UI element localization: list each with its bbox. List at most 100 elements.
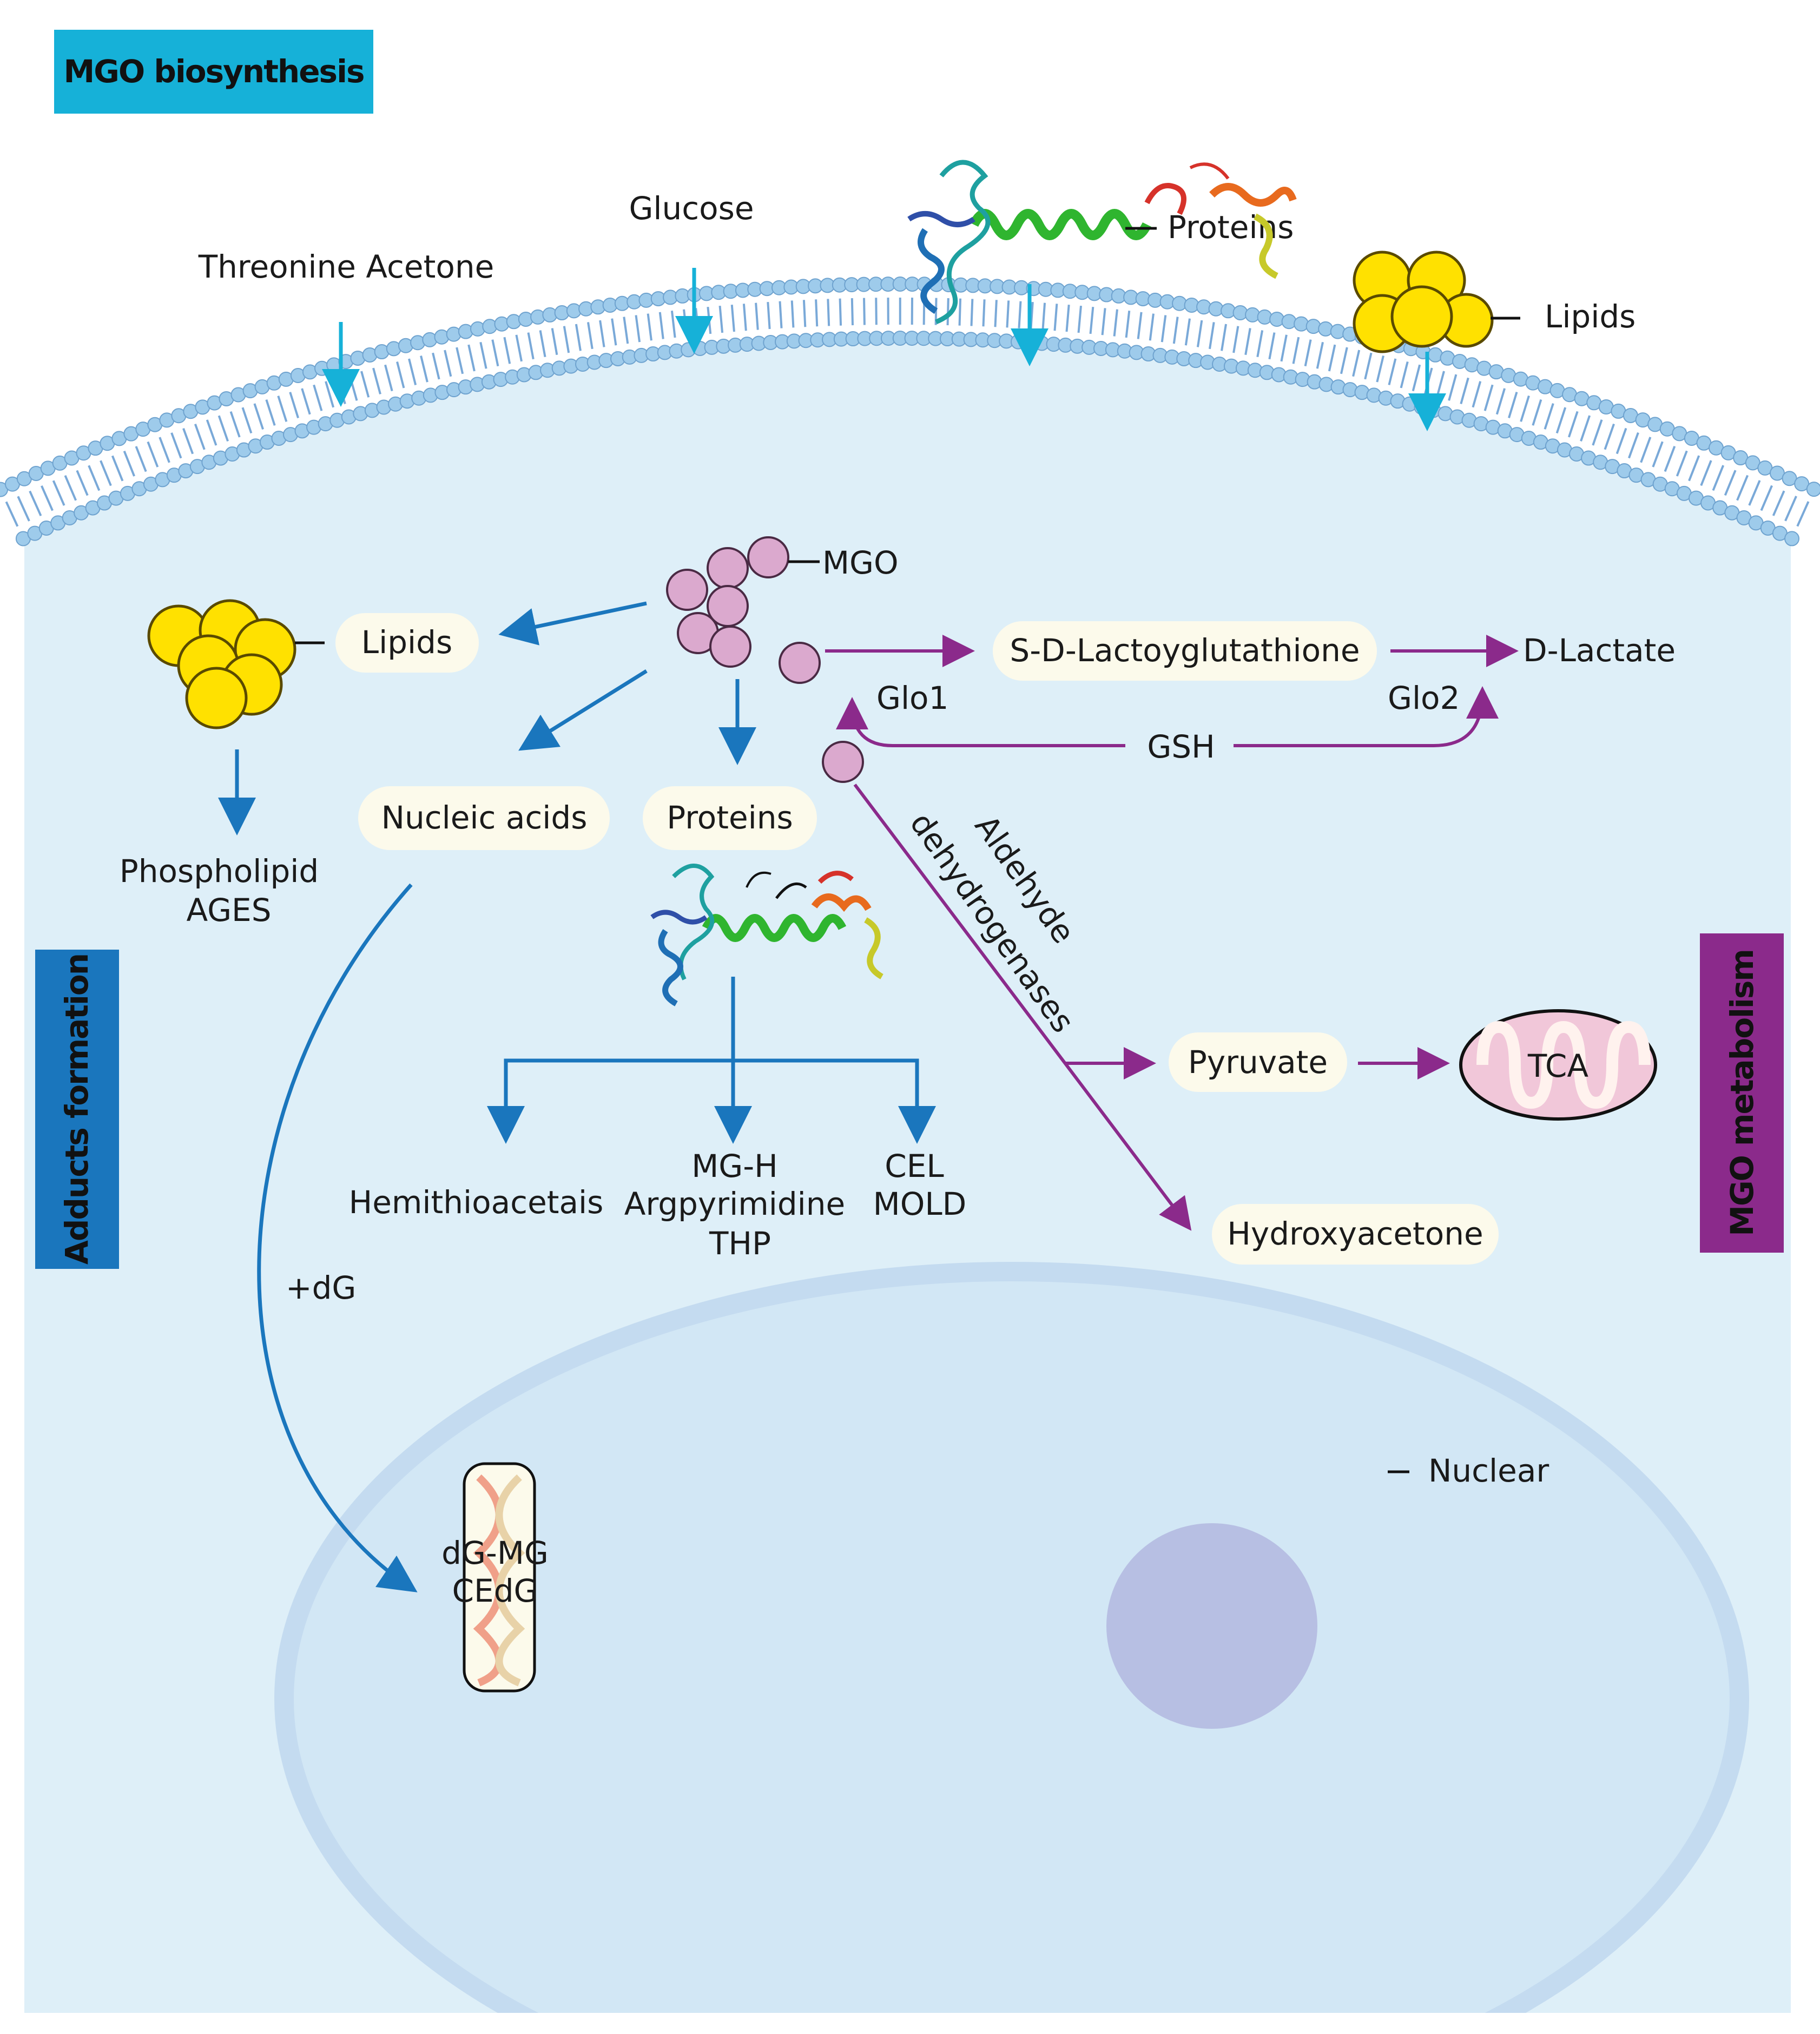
membrane-lipid-tail [373, 368, 380, 394]
membrane-lipid-tail [1677, 451, 1687, 476]
membrane-lipid-tail [684, 310, 687, 337]
membrane-lipid-tail [828, 299, 829, 326]
membrane-lipid-tail [89, 465, 99, 490]
adducts-tag: Adducts formation [58, 954, 95, 1265]
membrane-lipid-tail [1150, 314, 1153, 341]
gsh-label: GSH [1147, 728, 1215, 765]
membrane-lipid-tail [1737, 475, 1748, 500]
lipids-adduct-label: Lipids [361, 624, 452, 661]
membrane-lipid-tail [1761, 485, 1772, 510]
membrane-lipid-tail [864, 298, 865, 325]
nuclear-label: Nuclear [1428, 1452, 1549, 1489]
membrane-lipid-tail [172, 433, 181, 458]
membrane-lipid-tail [852, 298, 853, 325]
membrane-lipid-tail [457, 347, 463, 374]
membrane-lipid-tail [1581, 416, 1590, 441]
membrane-lipid-tail [42, 486, 52, 511]
membrane-lipid-tail [1533, 400, 1541, 426]
membrane-lipid-tail [1198, 320, 1202, 347]
membrane-lipid-tail [1653, 442, 1663, 467]
membrane-lipid-tail [768, 302, 769, 329]
membrane-lipid-tail [1043, 303, 1045, 330]
membrane-lipid-tail [183, 429, 193, 454]
membrane-lipid-tail [433, 353, 439, 379]
membrane-lipid-tail [1186, 319, 1190, 345]
plus-dg-label: +dG [286, 1269, 356, 1306]
membrane-lipid-tail [660, 312, 663, 339]
membrane-lipid-tail [1341, 347, 1347, 374]
membrane-lipid-head [1785, 531, 1799, 545]
membrane-lipid-tail [1019, 301, 1020, 328]
membrane-lipid-tail [207, 420, 216, 445]
membrane-lipid-tail [1617, 428, 1626, 453]
membrane-lipid-tail [1461, 378, 1468, 404]
membrane-lipid-head [1307, 319, 1321, 333]
thp-label: THP [709, 1225, 771, 1262]
membrane-lipid-tail [1401, 361, 1408, 387]
membrane-lipid-tail [1713, 465, 1723, 490]
membrane-lipid-tail [195, 424, 205, 450]
membrane-lipid-tail [492, 340, 498, 366]
membrane-lipid-tail [30, 491, 41, 516]
hemithioacetais-label: Hemithioacetais [349, 1184, 604, 1221]
membrane-lipid-tail [624, 317, 628, 344]
membrane-lipid-head [1331, 325, 1345, 339]
membrane-lipid-tail [1485, 385, 1493, 411]
membrane-lipid-tail [1138, 312, 1142, 339]
membrane-lipid-tail [136, 446, 146, 472]
membrane-lipid-tail [1797, 502, 1808, 526]
membrane-lipid-tail [1007, 300, 1008, 327]
membrane-lipid-head [1258, 310, 1272, 324]
membrane-lipid-tail [148, 442, 157, 467]
glucose-label: Glucose [629, 190, 754, 227]
membrane-lipid-tail [469, 345, 474, 371]
membrane-lipid-tail [1103, 308, 1105, 335]
membrane-lipid-tail [18, 496, 29, 521]
membrane-lipid-tail [1234, 326, 1238, 353]
mgo-label: MGO [822, 544, 899, 581]
membrane-lipid-tail [278, 396, 286, 422]
membrane-lipid-tail [1521, 396, 1529, 422]
membrane-lipid-tail [1305, 340, 1311, 366]
membrane-lipid-tail [708, 307, 710, 334]
membrane-lipid-tail [314, 385, 321, 411]
membrane-lipid-tail [1257, 330, 1262, 357]
proteins-adduct-label: Proteins [667, 799, 793, 836]
mold-label: MOLD [873, 1186, 967, 1222]
nucleic-acids-label: Nucleic acids [381, 799, 588, 836]
membrane-lipid-tail [1294, 337, 1299, 364]
membrane-lipid-tail [1210, 322, 1214, 348]
membrane-lipid-head [1270, 312, 1284, 326]
glo1-label: Glo1 [876, 680, 948, 716]
membrane-lipid-tail [266, 400, 274, 426]
threonine-acetone-label: Threonine Acetone [198, 248, 494, 285]
membrane-lipid-tail [1497, 389, 1505, 414]
membrane-lipid-head [1318, 322, 1333, 336]
membrane-lipid-tail [564, 326, 569, 353]
membrane-lipid-tail [1365, 353, 1371, 379]
mgh-label: MG-H [691, 1148, 778, 1184]
membrane-lipid-tail [1222, 324, 1226, 351]
membrane-lipid-tail [588, 322, 592, 348]
membrane-lipid-tail [1377, 356, 1383, 382]
metabolism-tag: MGO metabolism [1724, 950, 1760, 1236]
membrane-lipid-tail [1174, 317, 1178, 344]
membrane-lipid-tail [612, 319, 616, 345]
membrane-lipid-tail [529, 333, 533, 359]
membrane-lipid-tail [648, 314, 651, 341]
membrane-lipid-tail [1413, 365, 1420, 391]
membrane-lipid-tail [972, 299, 973, 326]
membrane-lipid-tail [1773, 491, 1784, 516]
cedg-label: CEdG [452, 1572, 538, 1609]
membrane-lipid-tail [1701, 460, 1711, 485]
membrane-lipid-tail [231, 412, 240, 437]
membrane-lipid-tail [1557, 407, 1566, 433]
membrane-lipid-tail [1449, 374, 1456, 400]
membrane-lipid-tail [995, 300, 996, 327]
membrane-lipid-tail [77, 471, 88, 496]
membrane-lipid-tail [219, 416, 228, 441]
membrane-lipid-head [1807, 482, 1820, 496]
membrane-lipid-tail [1245, 328, 1250, 355]
membrane-lipid-tail [600, 320, 604, 347]
